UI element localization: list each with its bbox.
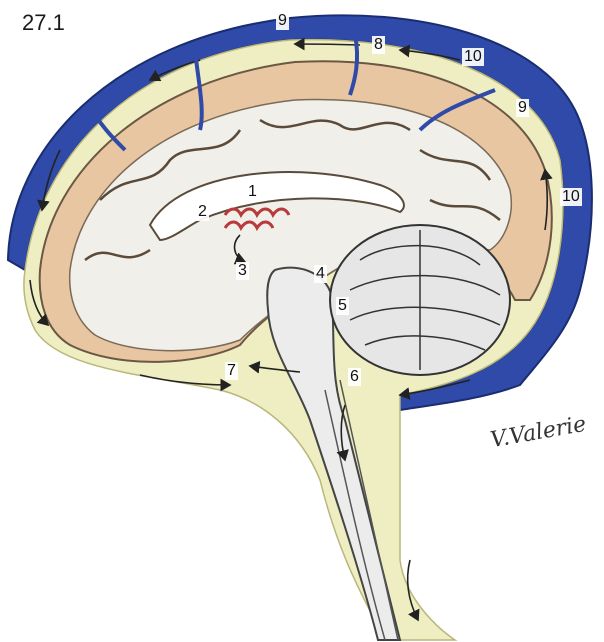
label-9-top: 9 [276,12,289,30]
label-10-right: 10 [560,188,582,206]
label-2: 2 [196,203,209,221]
label-4: 4 [314,265,327,283]
label-3: 3 [236,262,249,280]
label-7: 7 [225,362,238,380]
cerebellum [330,225,510,375]
label-5: 5 [336,297,349,315]
label-8: 8 [372,36,385,54]
label-1: 1 [246,183,259,201]
label-9-right: 9 [516,99,529,117]
label-10-top: 10 [462,48,484,66]
figure-label: 27.1 [22,10,65,36]
label-6: 6 [348,368,361,386]
